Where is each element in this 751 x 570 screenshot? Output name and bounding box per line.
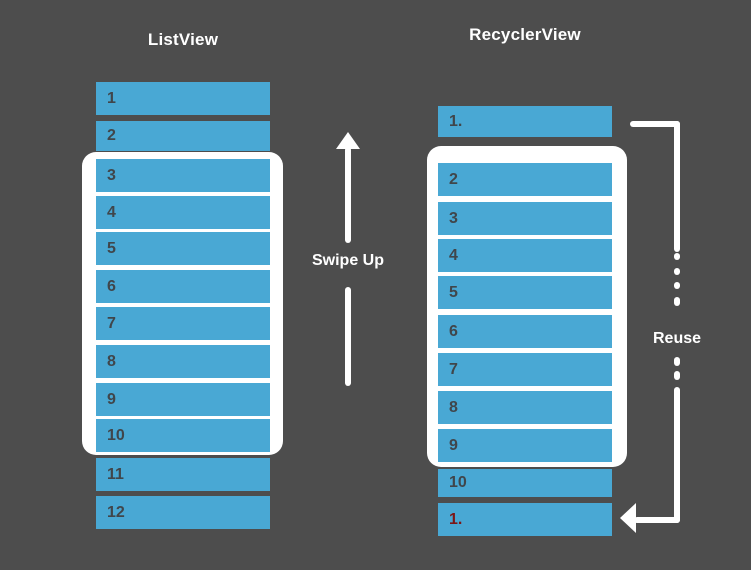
recyclerview-item-4: 4 [438, 239, 612, 272]
listview-item-9: 9 [96, 383, 270, 416]
swipe-up-arrowhead-icon [336, 132, 360, 149]
listview-item-4: 4 [96, 196, 270, 229]
recyclerview-item-1-recycled: 1. [438, 503, 612, 536]
listview-item-6: 6 [96, 270, 270, 303]
reuse-connector-dash [674, 253, 680, 260]
listview-item-1: 1 [96, 82, 270, 115]
recyclerview-item-5: 5 [438, 276, 612, 309]
listview-title: ListView [147, 30, 219, 49]
reuse-connector-dash [674, 282, 680, 289]
recyclerview-item-3: 3 [438, 202, 612, 235]
recyclerview-item-2: 2 [438, 163, 612, 196]
reuse-connector-dash [674, 371, 680, 380]
listview-item-7: 7 [96, 307, 270, 340]
reuse-connector-dash [674, 268, 680, 275]
recyclerview-item-9: 9 [438, 429, 612, 462]
listview-item-5: 5 [96, 232, 270, 265]
listview-item-12: 12 [96, 496, 270, 529]
listview-item-10: 10 [96, 419, 270, 452]
listview-item-3: 3 [96, 159, 270, 192]
reuse-label: Reuse [652, 330, 702, 347]
reuse-connector-dash [674, 357, 680, 366]
recyclerview-item-7: 7 [438, 353, 612, 386]
recyclerview-title: RecyclerView [469, 25, 581, 44]
reuse-connector-dash [674, 297, 680, 306]
recyclerview-item-1: 1. [438, 106, 612, 137]
reuse-connector-vertical-upper [674, 121, 680, 252]
reuse-arrowhead-left-icon [620, 503, 636, 533]
swipe-up-label: Swipe Up [311, 252, 384, 269]
listview-item-11: 11 [96, 458, 270, 491]
reuse-connector-vertical-lower [674, 387, 680, 523]
recyclerview-item-10: 10 [438, 469, 612, 497]
listview-item-2: 2 [96, 121, 270, 151]
listview-item-8: 8 [96, 345, 270, 378]
swipe-up-arrow-shaft-lower [345, 287, 351, 386]
reuse-connector-top-horizontal [630, 121, 680, 127]
recyclerview-item-8: 8 [438, 391, 612, 424]
swipe-up-arrow-shaft-upper [345, 147, 351, 243]
reuse-connector-bottom-horizontal [634, 517, 680, 523]
recyclerview-item-6: 6 [438, 315, 612, 348]
